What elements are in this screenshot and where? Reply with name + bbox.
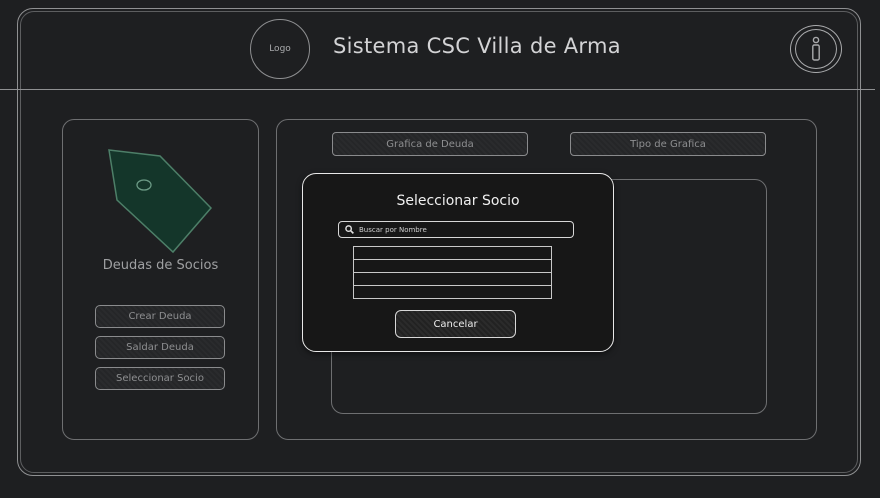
tag-icon [108,149,213,254]
info-button[interactable] [790,25,842,73]
section-title: Deudas de Socios [102,258,219,273]
modal-title: Seleccionar Socio [396,193,520,209]
member-list [353,246,552,299]
app-frame [17,8,861,476]
sidebar-panel [62,119,259,440]
logo-label: Logo [269,44,291,54]
cancel-label: Cancelar [433,318,478,330]
chart-type-select[interactable]: Tipo de Grafica [570,132,766,156]
list-item[interactable] [354,247,551,260]
logo: Logo [250,19,310,79]
main-panel [276,119,817,440]
search-icon [345,225,354,234]
select-member-button[interactable]: Seleccionar Socio [95,367,225,390]
list-item[interactable] [354,286,551,299]
create-debt-button[interactable]: Crear Deuda [95,305,225,328]
settle-debt-button[interactable]: Saldar Deuda [95,336,225,359]
header-divider [0,89,875,90]
search-placeholder: Buscar por Nombre [359,225,427,234]
list-item[interactable] [354,260,551,273]
debt-chart-button[interactable]: Grafica de Deuda [332,132,528,156]
select-member-label: Seleccionar Socio [116,373,204,384]
chart-type-label: Tipo de Grafica [630,138,706,150]
app-frame-inner [20,11,858,473]
create-debt-label: Crear Deuda [128,311,192,322]
debt-chart-label: Grafica de Deuda [386,138,474,150]
list-item[interactable] [354,273,551,286]
search-input[interactable]: Buscar por Nombre [338,221,574,238]
cancel-button[interactable]: Cancelar [395,310,516,338]
page-title: Sistema CSC Villa de Arma [333,34,621,58]
info-icon [795,29,837,69]
settle-debt-label: Saldar Deuda [126,342,194,353]
